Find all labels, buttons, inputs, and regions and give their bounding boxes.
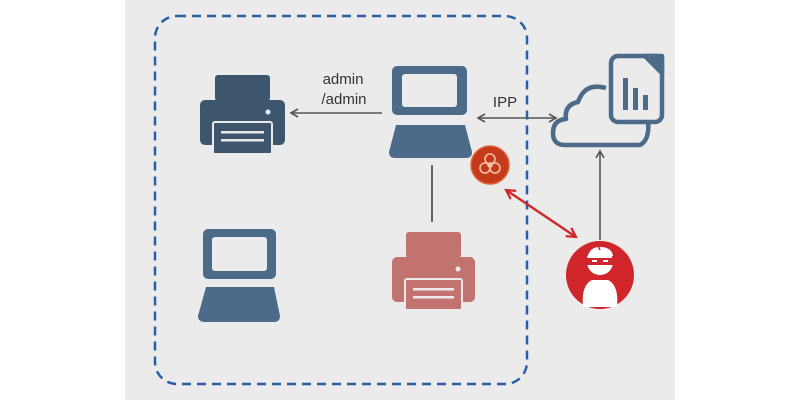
attack-arrow: [506, 190, 576, 237]
printer-icon: [200, 75, 285, 155]
biohazard-icon: [470, 145, 510, 185]
printer-icon: [392, 232, 475, 311]
cloud-document-chart-icon: [550, 53, 665, 148]
protocol-label: IPP: [493, 94, 517, 111]
network-boundary: [153, 14, 529, 386]
hacker-icon: [566, 241, 634, 309]
laptop-icon: [198, 229, 280, 322]
diagram-background: [125, 0, 675, 400]
credentials-label-user: admin: [323, 71, 364, 88]
laptop-icon: [389, 66, 472, 158]
credentials-label-pass: /admin: [321, 91, 366, 108]
